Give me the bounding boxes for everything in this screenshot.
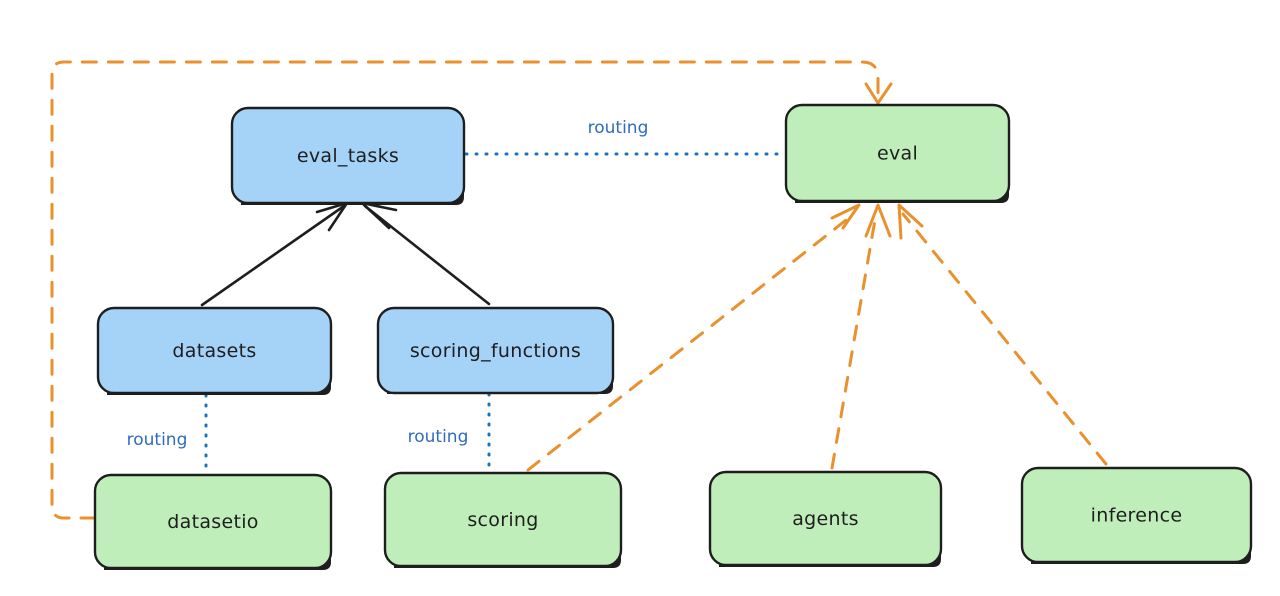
node-label-scoring-functions: scoring_functions [410, 340, 581, 362]
edge-label-routing-datasetio: routing [127, 430, 188, 450]
node-label-datasetio: datasetio [167, 511, 258, 533]
edge-scoring-functions-scoring: routing [408, 392, 491, 473]
node-label-eval: eval [877, 143, 918, 165]
edge-layer: routing routing routing [50, 60, 1108, 520]
edge-label-routing-top: routing [588, 118, 649, 138]
edge-scoring-eval [526, 203, 861, 472]
node-label-datasets: datasets [172, 340, 256, 362]
edge-datasetio-eval [50, 60, 893, 520]
node-label-agents: agents [792, 508, 859, 530]
node-label-scoring: scoring [467, 509, 538, 531]
edge-datasets-eval-tasks [200, 201, 349, 307]
edge-datasets-datasetio: routing [127, 393, 208, 475]
node-datasets[interactable]: datasets [96, 306, 333, 395]
node-label-inference: inference [1091, 505, 1183, 527]
arrowhead [864, 82, 893, 105]
node-eval[interactable]: eval [784, 103, 1011, 203]
node-eval-tasks[interactable]: eval_tasks [230, 106, 466, 205]
edge-scoring-functions-eval-tasks [360, 201, 491, 306]
node-layer: eval_tasks eval datasets scoring_functio… [93, 103, 1253, 570]
edge-agents-eval [830, 203, 892, 470]
arrowhead [864, 203, 892, 238]
edge-label-routing-scoring: routing [408, 427, 469, 447]
node-inference[interactable]: inference [1020, 466, 1253, 564]
node-scoring[interactable]: scoring [383, 471, 623, 568]
node-label-eval-tasks: eval_tasks [297, 145, 399, 167]
node-datasetio[interactable]: datasetio [93, 473, 333, 570]
edge-inference-eval [897, 203, 1108, 466]
arrowhead [897, 203, 924, 240]
node-scoring-functions[interactable]: scoring_functions [376, 306, 615, 395]
arrowhead [830, 203, 861, 230]
edge-eval-tasks-eval: routing [464, 118, 786, 156]
node-agents[interactable]: agents [708, 470, 943, 567]
